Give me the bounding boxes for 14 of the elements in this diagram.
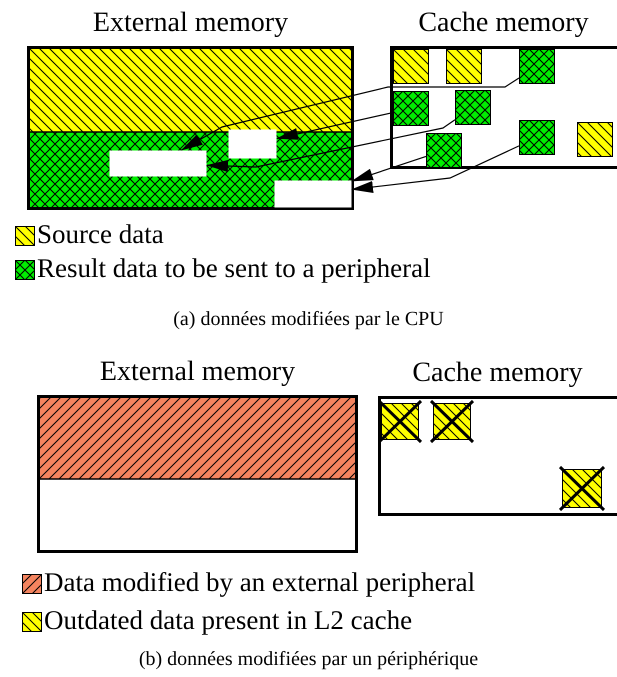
arrow (180, 78, 520, 151)
memory-heading: Cache memory (418, 6, 589, 40)
legend-label: Result data to be sent to a peripheral (37, 252, 431, 284)
legend-label: Data modified by an external peripheral (44, 566, 476, 598)
arrow (351, 145, 520, 193)
figure-caption: (b) données modifiées par un périphérique (138, 648, 478, 670)
figure-caption: (a) données modifiées par le CPU (173, 308, 444, 330)
legend-label: Source data (37, 218, 164, 250)
memory-heading: Cache memory (412, 356, 583, 390)
memory-heading: External memory (100, 355, 296, 389)
arrow (206, 119, 456, 172)
arrow (351, 156, 426, 182)
memory-heading: External memory (92, 6, 288, 40)
legend-label: Outdated data present in L2 cache (44, 604, 412, 636)
